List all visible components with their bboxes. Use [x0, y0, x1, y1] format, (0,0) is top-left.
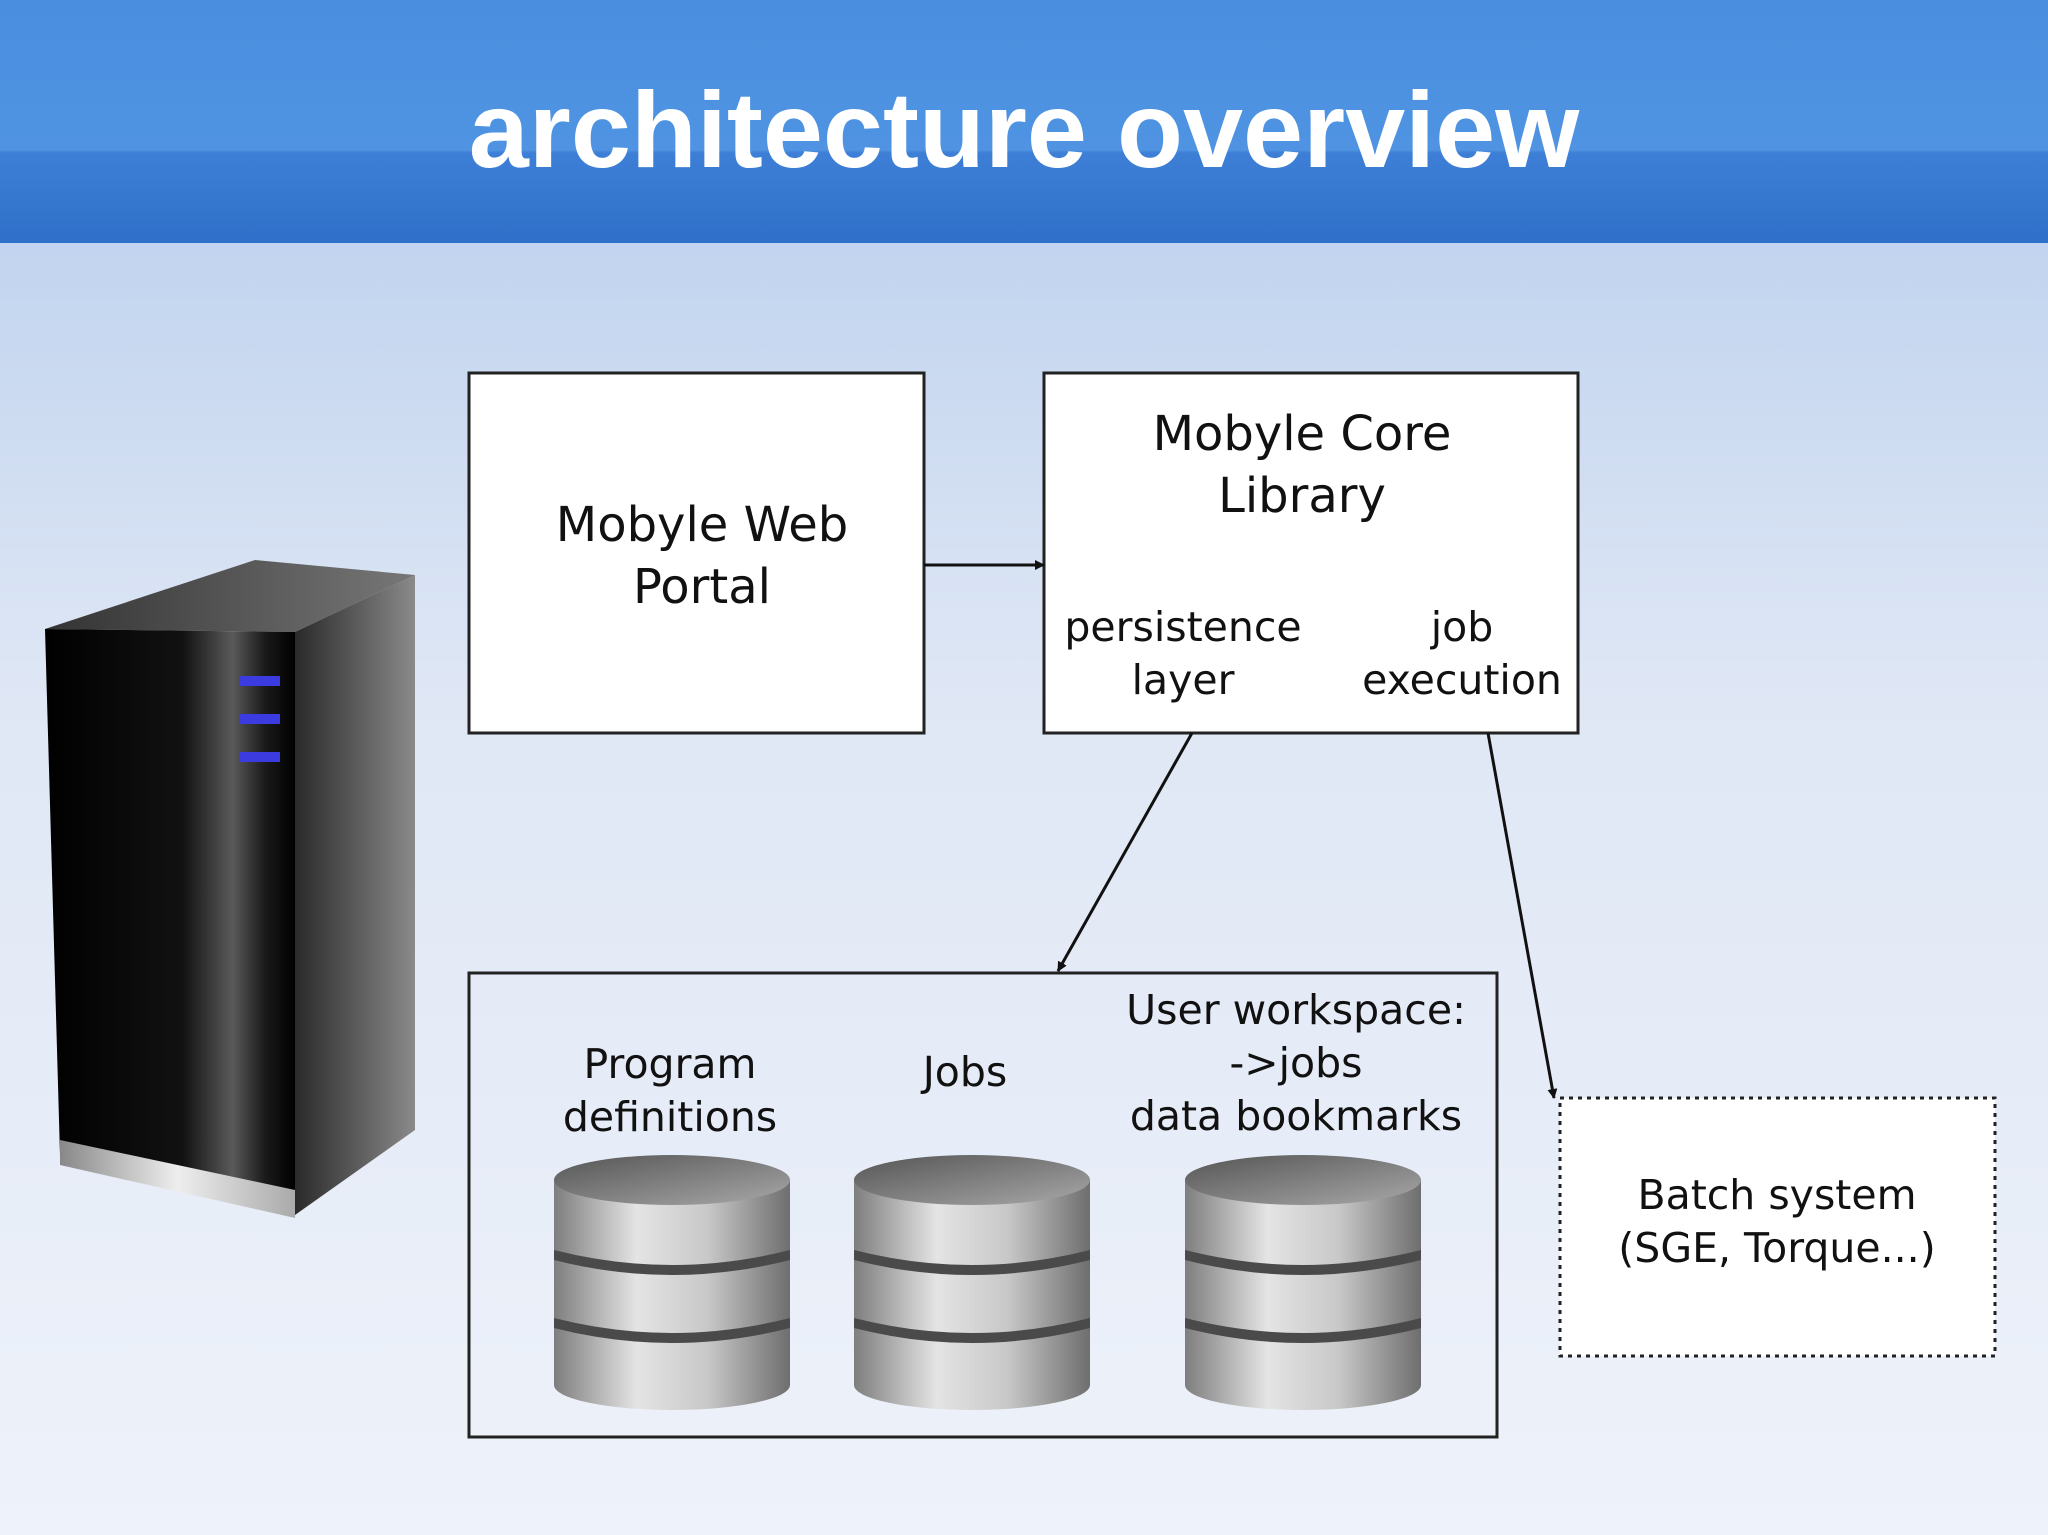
database-icon	[1185, 1155, 1421, 1410]
job-execution-label-line2: execution	[1362, 656, 1562, 704]
core-library-label-line1: Mobyle Core	[1153, 406, 1452, 462]
page-title: architecture overview	[468, 69, 1580, 190]
server-light	[240, 714, 280, 724]
persistence-to-storage-arrow	[1056, 732, 1194, 972]
jobs-label: Jobs	[920, 1048, 1008, 1096]
job-execution-label-line1: job	[1430, 603, 1494, 651]
user-workspace-label-line2: ->jobs	[1229, 1039, 1362, 1087]
persistence-layer-label-line2: layer	[1132, 656, 1235, 704]
server-tower-icon	[45, 560, 415, 1218]
execution-to-batch-arrow	[1486, 732, 1558, 1099]
title-bar: architecture overview	[0, 0, 2048, 243]
program-definitions-label-line1: Program	[584, 1040, 757, 1088]
web-portal-label-line2: Portal	[633, 559, 771, 615]
user-workspace-label-line3: data bookmarks	[1130, 1092, 1462, 1140]
program-definitions-label-line2: definitions	[563, 1093, 777, 1141]
server-light	[240, 676, 280, 686]
web-portal-label-line1: Mobyle Web	[556, 497, 848, 553]
batch-system-label-line1: Batch system	[1637, 1171, 1916, 1219]
web-portal-box: Mobyle Web Portal	[467, 371, 926, 735]
core-library-box: Mobyle Core Library persistence layer jo…	[1042, 371, 1580, 735]
core-library-label-line2: Library	[1218, 468, 1386, 524]
batch-system-box: Batch system (SGE, Torque...)	[1558, 1096, 1997, 1358]
persistence-layer-label-line1: persistence	[1064, 603, 1301, 651]
storage-box: Program definitions Jobs User workspace:…	[467, 971, 1499, 1439]
database-icon	[854, 1155, 1090, 1410]
batch-system-label-line2: (SGE, Torque...)	[1618, 1224, 1935, 1272]
database-icon	[554, 1155, 790, 1410]
server-light	[240, 752, 280, 762]
user-workspace-label-line1: User workspace:	[1126, 986, 1466, 1034]
